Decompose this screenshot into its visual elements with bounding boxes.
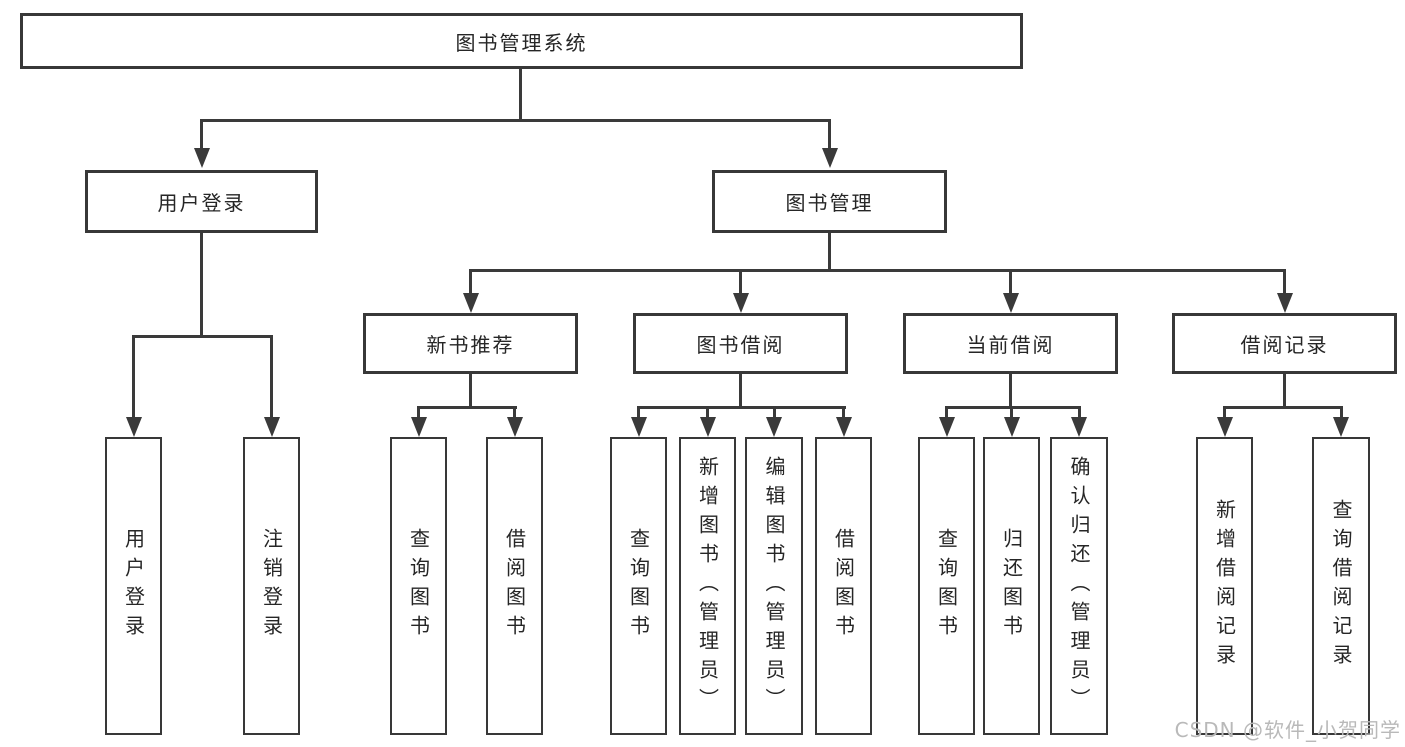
leaf-label: 查询借阅记录 [1329,499,1353,673]
leaf-label: 查询图书 [626,528,651,644]
connector-line [513,406,516,418]
node-current-borrow-label: 当前借阅 [966,333,1055,357]
node-book-management-label: 图书管理 [785,191,874,215]
leaf-user-login: 用户登录 [105,437,162,735]
connector-arrow [938,417,955,437]
node-book-management: 图书管理 [712,170,947,233]
connector-arrow [125,417,142,437]
leaf-label: 借阅图书 [502,528,527,644]
csdn-watermark: CSDN @软件_小贺同学 [1174,718,1401,742]
node-current-borrow: 当前借阅 [903,313,1118,374]
connector-line [469,374,472,406]
connector-line [519,69,522,119]
leaf-borrow-books-recommend: 借阅图书 [486,437,543,735]
leaf-logout: 注销登录 [243,437,300,735]
connector-arrow [766,417,782,437]
leaf-edit-books-admin: 编辑图书（管理员） [745,437,803,735]
leaf-add-borrow-record: 新增借阅记录 [1196,437,1253,735]
connector-arrow [732,293,749,313]
connector-line [1283,269,1286,294]
leaf-label: 新增图书（管理员） [695,455,720,717]
connector-line [417,406,517,409]
connector-arrow [630,417,647,437]
leaf-label: 注销登录 [259,528,284,644]
connector-line [828,119,831,149]
connector-line [1223,406,1226,418]
connector-line [270,335,273,418]
connector-arrow [263,417,280,437]
connector-arrow [506,417,523,437]
connector-line [469,269,472,294]
node-borrow-records-label: 借阅记录 [1240,333,1329,357]
connector-line [637,406,640,418]
connector-line [739,374,742,406]
leaf-query-borrow-record: 查询借阅记录 [1312,437,1370,735]
leaf-confirm-return-admin: 确认归还（管理员） [1050,437,1108,735]
leaf-borrow-books: 借阅图书 [815,437,872,735]
connector-line [706,406,709,418]
connector-arrow [462,293,479,313]
connector-line [842,406,845,418]
connector-line [739,269,742,294]
connector-line [200,233,203,335]
connector-line [1009,374,1012,406]
leaf-label: 归还图书 [999,528,1024,644]
leaf-return-books: 归还图书 [983,437,1040,735]
connector-arrow [1333,417,1349,437]
node-root: 图书管理系统 [20,13,1023,69]
node-user-login-label: 用户登录 [157,191,246,215]
connector-arrow [1071,417,1087,437]
connector-arrow [1216,417,1233,437]
leaf-label: 确认归还（管理员） [1067,455,1091,717]
connector-line [417,406,420,418]
connector-arrow [821,148,838,168]
node-user-login: 用户登录 [85,170,318,233]
connector-arrow [699,417,716,437]
node-new-book-recommend-label: 新书推荐 [426,333,515,357]
node-root-label: 图书管理系统 [455,30,588,55]
connector-line [469,269,1285,272]
connector-arrow [193,148,210,168]
leaf-label: 新增借阅记录 [1212,499,1237,673]
leaf-query-books-borrow: 查询图书 [610,437,667,735]
leaf-label: 借阅图书 [831,528,856,644]
connector-line [1077,406,1081,418]
leaf-label: 查询图书 [406,528,431,644]
leaf-query-books-recommend: 查询图书 [390,437,447,735]
connector-line [1010,406,1013,418]
leaf-label: 用户登录 [121,528,146,644]
connector-line [1283,374,1286,406]
connector-line [1223,406,1343,409]
node-new-book-recommend: 新书推荐 [363,313,578,374]
connector-line [1009,269,1012,294]
connector-arrow [1276,293,1293,313]
node-borrow-records: 借阅记录 [1172,313,1397,374]
connector-line [945,406,948,418]
connector-arrow [835,417,852,437]
connector-arrow [410,417,427,437]
connector-line [132,335,273,338]
leaf-label: 查询图书 [934,528,959,644]
connector-line [772,406,776,418]
connector-line [200,119,831,122]
leaf-query-books-current: 查询图书 [918,437,975,735]
connector-line [132,335,135,418]
connector-arrow [1003,417,1020,437]
connector-line [1339,406,1343,418]
leaf-label: 编辑图书（管理员） [762,455,786,717]
node-book-borrow-label: 图书借阅 [696,333,785,357]
connector-line [200,119,203,149]
node-book-borrow: 图书借阅 [633,313,848,374]
connector-line [828,233,831,270]
leaf-add-books-admin: 新增图书（管理员） [679,437,736,735]
connector-line [945,406,1081,409]
connector-arrow [1002,293,1019,313]
connector-line [637,406,846,409]
